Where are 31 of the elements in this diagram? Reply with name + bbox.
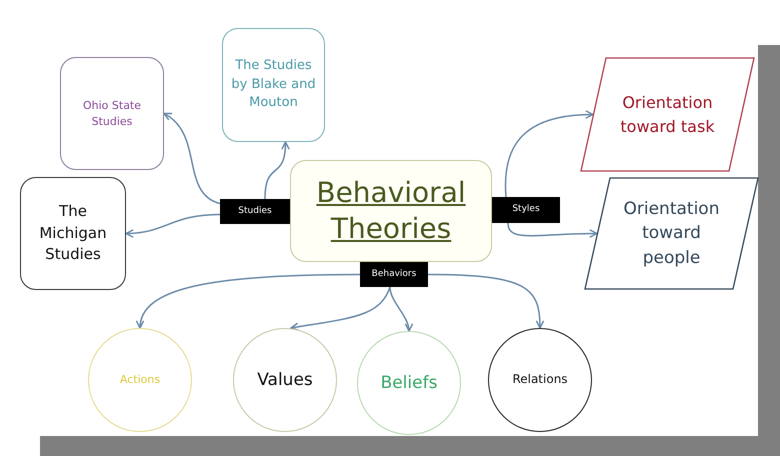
arrow	[264, 141, 290, 200]
arrow	[389, 286, 413, 332]
arrow	[125, 214, 220, 238]
tag-label: Behaviors	[370, 268, 418, 281]
central-topic-label: Behavioral Theories	[315, 174, 467, 247]
topic-box	[60, 57, 164, 170]
category-tag	[360, 262, 428, 287]
arrow	[428, 274, 544, 329]
tag-label: Studies	[237, 204, 273, 218]
arrow	[507, 222, 598, 238]
style-parallelogram	[584, 177, 759, 290]
arrow	[504, 110, 594, 198]
arrow	[290, 286, 391, 332]
arrow	[163, 112, 220, 204]
node-label: Beliefs	[380, 372, 438, 395]
node-label: Orientation toward task	[619, 92, 716, 138]
node-label: Orientation toward people	[622, 198, 720, 270]
arrow	[136, 274, 360, 329]
node-label: Values	[256, 368, 314, 392]
node-label: Actions	[118, 372, 162, 388]
node-label: Ohio State Studies	[82, 98, 142, 130]
topic-box	[20, 177, 126, 290]
category-tag	[220, 199, 290, 224]
style-parallelogram	[580, 57, 755, 172]
topic-box	[222, 28, 325, 142]
title-box	[290, 160, 492, 262]
tag-label: Styles	[511, 203, 541, 216]
node-label: The Studies by Blake and Mouton	[230, 56, 317, 112]
category-tag	[492, 197, 560, 223]
node-label: Relations	[511, 371, 569, 388]
node-label: The Michigan Studies	[38, 200, 108, 266]
